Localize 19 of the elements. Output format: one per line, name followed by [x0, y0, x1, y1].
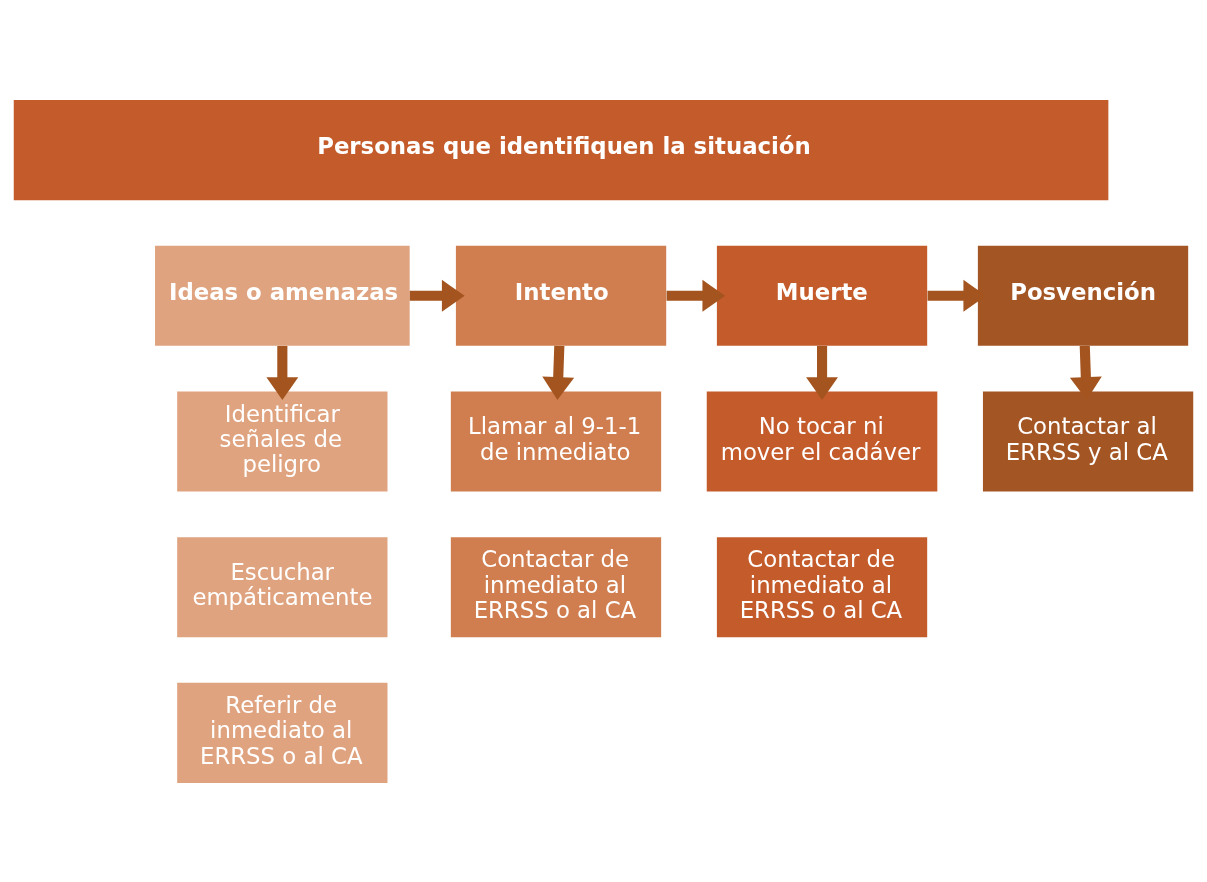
node-box: Contactar de inmediato al ERRSS o al CA	[716, 536, 928, 637]
node-box: Posvención	[977, 245, 1189, 346]
node-box: Referir de inmediato al ERRSS o al CA	[177, 682, 388, 783]
arrow	[266, 345, 299, 400]
arrow	[927, 279, 987, 312]
node-box: Ideas o amenazas	[155, 245, 410, 346]
node-box: Intento	[455, 245, 667, 346]
node-box: No tocar ni mover el cadáver	[706, 390, 938, 492]
arrow	[542, 345, 575, 400]
node-box: Contactar al ERRSS y al CA	[982, 390, 1194, 492]
node-box: Muerte	[716, 245, 928, 346]
arrow	[666, 279, 726, 312]
arrow	[409, 279, 465, 312]
node-box: Personas que identifiquen la situación	[13, 99, 1109, 200]
node-box: Contactar de inmediato al ERRSS o al CA	[450, 536, 662, 637]
arrow	[806, 345, 838, 400]
node-box: Llamar al 9-1-1 de inmediato	[450, 390, 662, 492]
node-box: Escuchar empáticamente	[177, 536, 388, 637]
node-box: Identificar señales de peligro	[177, 390, 388, 492]
